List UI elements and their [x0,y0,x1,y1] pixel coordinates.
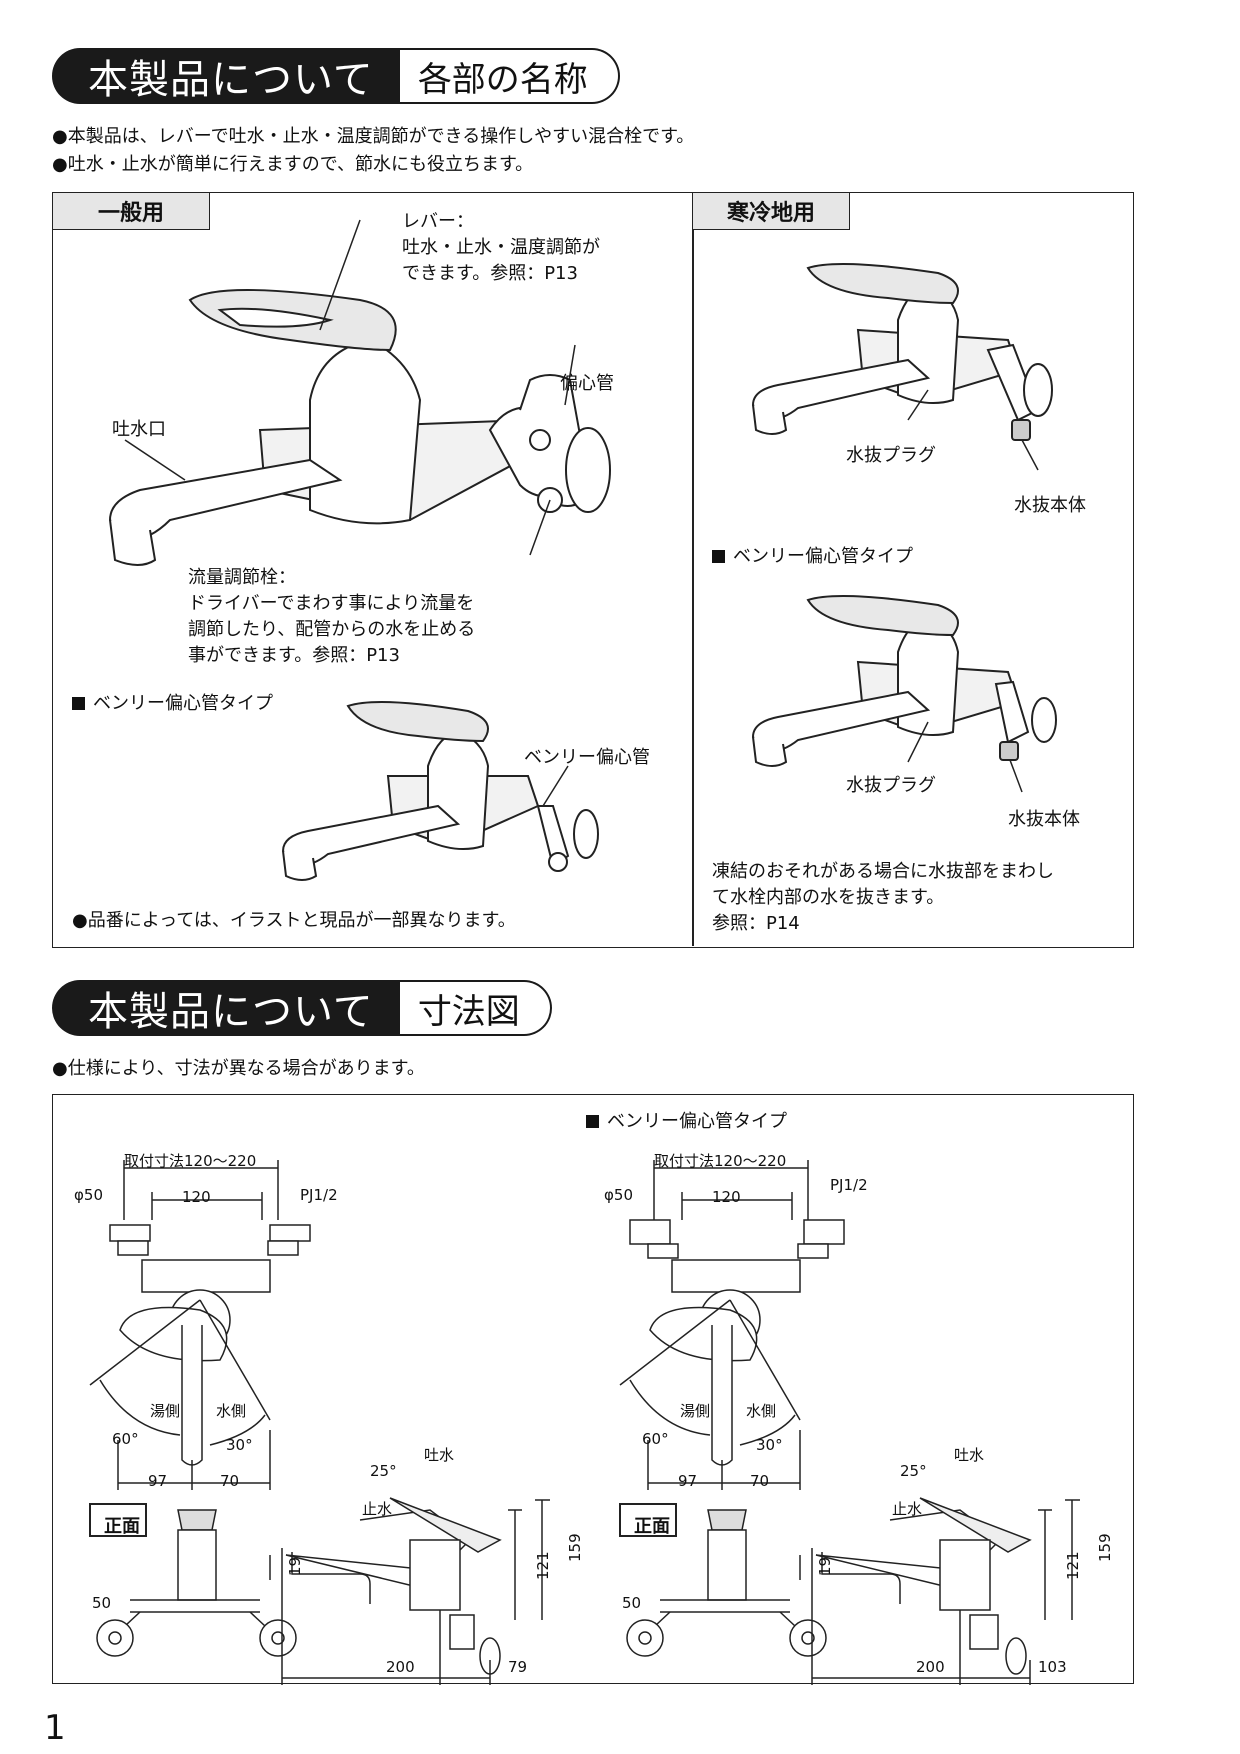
faucet-illustration-cold-benry [751,595,1057,793]
dim-19-right: 19 [816,1556,834,1576]
dim-mount-left: 取付寸法120～220 [124,1152,257,1170]
page-number: 1 [44,1708,66,1748]
dim-pj-right: PJ1/2 [830,1176,868,1194]
dim-97-right: 97 [678,1472,698,1490]
dim-spout-on-right: 吐水 [954,1446,985,1464]
label-drain-plug: 水抜プラグ [846,445,936,466]
dim-spout-on-left: 吐水 [424,1446,455,1464]
label-lever-3: できます。参照：P13 [402,263,578,284]
section-subtitle-2: 寸法図 [399,980,552,1036]
label-flow-2: ドライバーでまわす事により流量を [188,593,475,614]
dim-pj-left: PJ1/2 [300,1186,338,1204]
square-bullet-icon [586,1115,599,1128]
dim-depth-left: 79 [508,1658,528,1676]
dim-159-right: 159 [1096,1533,1114,1562]
dim-ang25-right: 25° [900,1462,927,1480]
cold-note-2: て水栓内部の水を抜きます。 [712,887,945,908]
square-bullet-icon [712,550,725,563]
faucet-illustration-cold [751,263,1053,471]
label-eccentric: 偏心管 [560,373,614,394]
dim-pitch-left: 120 [182,1188,211,1206]
dim-ang60-left: 60° [112,1430,139,1448]
dim-97-left: 97 [148,1472,168,1490]
benry-type-heading-general: ベンリー偏心管タイプ [72,692,273,716]
dim-cold-left: 水側 [216,1402,247,1420]
label-drain-plug-2: 水抜プラグ [846,775,936,796]
dim-hot-left: 湯側 [150,1402,181,1420]
benry-type-heading-cold: ベンリー偏心管タイプ [712,545,913,569]
faucet-illustration-general [108,219,611,566]
dim-spout-off-right: 止水 [892,1500,923,1518]
parts-panel [52,192,1134,948]
dim-200-right: 200 [916,1658,945,1676]
dimension-drawing-left [89,1160,550,1685]
intro-note-2: ●吐水・止水が簡単に行えますので、節水にも役立ちます。 [52,154,534,175]
label-flow-3: 調節したり、配管からの水を止める [188,619,476,640]
dim-mount-right: 取付寸法120～220 [654,1152,787,1170]
dim-pitch-right: 120 [712,1188,741,1206]
dim-phi-right: φ50 [604,1186,633,1204]
label-lever-2: 吐水・止水・温度調節が [402,237,600,258]
dimension-panel [52,1094,1134,1684]
dim-19-left: 19 [286,1556,304,1576]
dim-ang30-right: 30° [756,1436,783,1454]
tab-general: 一般用 [52,192,210,230]
faucet-illustration-benry [281,701,599,881]
benry-type-heading-dims: ベンリー偏心管タイプ [586,1110,787,1134]
dim-50-left: 50 [92,1594,112,1612]
cold-note-1: 凍結のおそれがある場合に水抜部をまわし [712,861,1054,882]
label-drain-body-2: 水抜本体 [1008,809,1080,830]
dim-phi-left: φ50 [74,1186,103,1204]
dim-ang60-right: 60° [642,1430,669,1448]
label-lever-1: レバー： [402,211,474,232]
dim-cold-right: 水側 [746,1402,777,1420]
dim-depth-right: 103 [1038,1658,1067,1676]
dim-159-left: 159 [566,1533,584,1562]
dim-200-left: 200 [386,1658,415,1676]
label-spout: 吐水口 [112,419,166,440]
label-benry-pipe: ベンリー偏心管 [524,747,650,768]
tab-cold-region: 寒冷地用 [692,192,850,230]
dim-ang25-left: 25° [370,1462,397,1480]
dim-50-right: 50 [622,1594,642,1612]
square-bullet-icon [72,697,85,710]
dim-front-left: 正面 [104,1516,140,1537]
section-header-parts: 本製品について 各部の名称 [52,48,620,104]
dim-70-left: 70 [220,1472,240,1490]
label-flow-1: 流量調節栓： [188,567,296,588]
dimension-drawing-right [619,1160,1080,1685]
intro-note-1: ●本製品は、レバーで吐水・止水・温度調節ができる操作しやすい混合栓です。 [52,126,695,147]
section-title: 本製品について [52,48,400,104]
footnote-parts: ●品番によっては、イラストと現品が一部異なります。 [72,910,516,931]
panel-divider [692,192,694,946]
dim-front-right: 正面 [634,1516,670,1537]
section-header-dimensions: 本製品について 寸法図 [52,980,552,1036]
dim-121-left: 121 [534,1551,552,1580]
label-drain-body: 水抜本体 [1014,495,1086,516]
section-subtitle: 各部の名称 [399,48,620,104]
section-title-2: 本製品について [52,980,400,1036]
dimension-note: ●仕様により、寸法が異なる場合があります。 [52,1058,425,1079]
dim-hot-right: 湯側 [680,1402,711,1420]
dim-70-right: 70 [750,1472,770,1490]
dim-spout-off-left: 止水 [362,1500,393,1518]
dim-121-right: 121 [1064,1551,1082,1580]
cold-note-3: 参照：P14 [712,913,800,934]
label-flow-4: 事ができます。参照：P13 [188,645,400,666]
dim-ang30-left: 30° [226,1436,253,1454]
